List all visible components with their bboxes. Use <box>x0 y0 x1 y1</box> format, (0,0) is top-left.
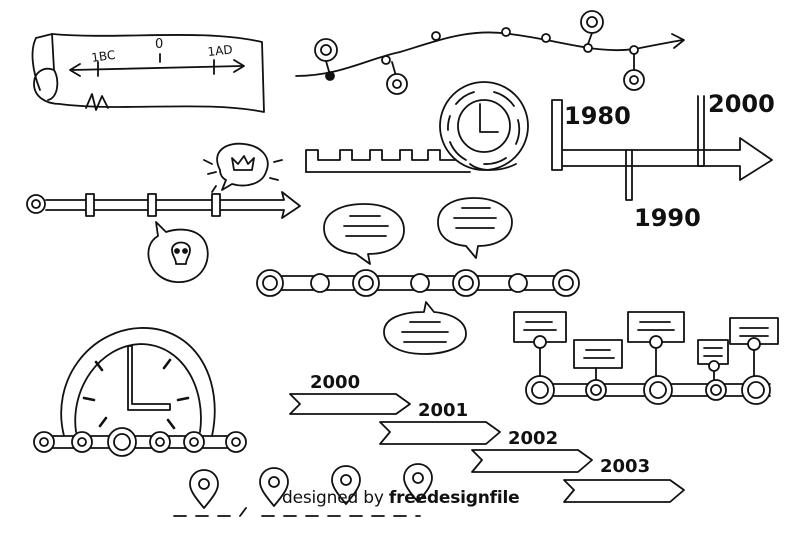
clock-steps-chart <box>305 81 529 173</box>
clock-face <box>457 99 511 153</box>
step-bars <box>305 149 461 173</box>
map-pin-icon-3 <box>331 465 361 505</box>
chain-nodes <box>256 269 580 297</box>
card-5 <box>729 317 779 405</box>
card-3 <box>627 311 685 405</box>
wavy-arrow-head <box>671 33 685 49</box>
scroll-label-1ad: 1AD <box>207 42 233 59</box>
wavy-pin-timeline <box>295 10 685 95</box>
stair-year-2000: 2000 <box>310 372 360 393</box>
stair-year-2003: 2003 <box>600 456 650 477</box>
bubble-chain-timeline <box>256 197 580 355</box>
map-pin-icon-4 <box>403 463 433 503</box>
stair-arrow-2003 <box>563 479 685 503</box>
pin-up-2 <box>580 10 604 45</box>
skull-arrow-timeline <box>26 191 301 283</box>
skull-timeline-tick-2 <box>147 193 157 217</box>
wavy-line <box>295 31 683 77</box>
bar-timeline-year-1980: 1980 <box>564 102 631 130</box>
stair-arrow-2000 <box>289 393 411 415</box>
skull-timeline-tick-1 <box>85 193 95 217</box>
big-clock-hands <box>127 345 171 411</box>
skull-timeline-shaft <box>45 191 301 219</box>
clock-hands <box>479 103 499 133</box>
skull-timeline-start-node <box>26 194 46 214</box>
big-clock-arch <box>60 327 216 437</box>
bar-timeline-start-bar <box>551 99 563 171</box>
designer-credit: designed by freedesignfile <box>282 488 520 508</box>
pin-down-1 <box>386 61 408 95</box>
scroll-label-1bc: 1BC <box>90 48 116 65</box>
stair-arrow-2001 <box>379 421 501 445</box>
scroll-banner: 1BC 0 1AD <box>31 33 265 113</box>
credit-brand: freedesignfile <box>388 488 520 508</box>
big-clock-inner <box>74 343 202 433</box>
pin-dash-line <box>173 507 421 517</box>
big-clock-ticks <box>82 358 190 430</box>
bar-timeline-end-tick <box>697 95 705 167</box>
bar-timeline-year-2000: 2000 <box>708 90 775 118</box>
card-timeline <box>513 311 779 405</box>
chat-bubble-bottom <box>383 301 467 355</box>
scroll-banner-body <box>33 33 265 113</box>
stair-year-2001: 2001 <box>418 400 468 421</box>
wavy-small-dots <box>381 27 639 65</box>
scroll-label-0: 0 <box>155 37 163 52</box>
card-2 <box>573 339 623 401</box>
big-clock-timeline <box>33 327 247 457</box>
pin-down-2 <box>623 53 645 91</box>
chat-bubble-left <box>323 203 405 265</box>
scroll-axis-arrow-left <box>69 63 81 77</box>
bar-timeline-arrow <box>555 137 773 181</box>
big-clock-nodes <box>33 427 247 457</box>
pin-up-1 <box>314 38 338 81</box>
bar-timeline-mid-tick <box>625 149 633 201</box>
map-pin-icon-1 <box>189 469 219 509</box>
map-pin-icon-2 <box>259 467 289 507</box>
skull-icon <box>171 241 191 265</box>
skull-timeline-tick-3 <box>211 193 221 217</box>
crown-bubble-sparks <box>203 159 283 193</box>
clock-outer <box>439 81 529 171</box>
stair-arrow-2002 <box>471 449 593 473</box>
stair-arrow-timeline: 2000 2001 2002 2003 <box>289 372 685 503</box>
clock-ring-segments <box>447 91 521 165</box>
card-4 <box>697 339 729 401</box>
crown-bubble-outline <box>216 142 269 191</box>
pin-dash-timeline <box>173 463 433 517</box>
scroll-left-curl <box>31 33 59 101</box>
bar-timeline: 1980 2000 1990 <box>551 90 775 232</box>
clock-tail <box>469 163 517 171</box>
scroll-axis-arrow-right <box>233 59 245 73</box>
crown-bubble <box>203 142 283 193</box>
crown-icon <box>231 155 255 171</box>
scroll-torn-edge <box>85 93 109 111</box>
credit-prefix: designed by <box>282 488 384 508</box>
stair-year-2002: 2002 <box>508 428 558 449</box>
card-1 <box>513 311 567 405</box>
bar-timeline-year-1990: 1990 <box>634 204 701 232</box>
